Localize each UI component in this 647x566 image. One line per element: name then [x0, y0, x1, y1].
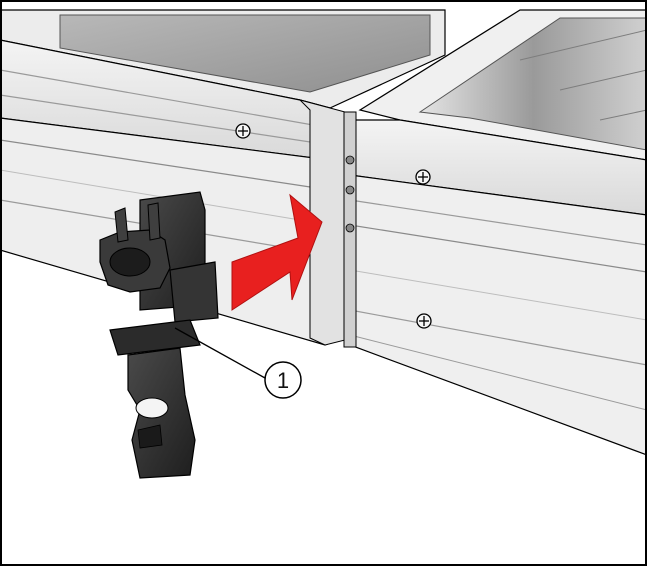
cable-clip-icon — [99, 191, 219, 479]
right-module — [343, 9, 647, 456]
right-rail-lower — [349, 174, 647, 456]
screw-icon — [415, 169, 431, 185]
callout-1: 1 — [174, 327, 302, 399]
callout-number: 1 — [277, 368, 289, 393]
left-panel-glass — [59, 14, 431, 93]
callout-circle — [264, 361, 302, 399]
right-panel-glass — [418, 17, 647, 151]
screw-icon — [416, 313, 432, 329]
callout-leader-line — [174, 327, 266, 379]
direction-arrow-icon — [231, 193, 323, 311]
screw-icon — [235, 123, 251, 139]
